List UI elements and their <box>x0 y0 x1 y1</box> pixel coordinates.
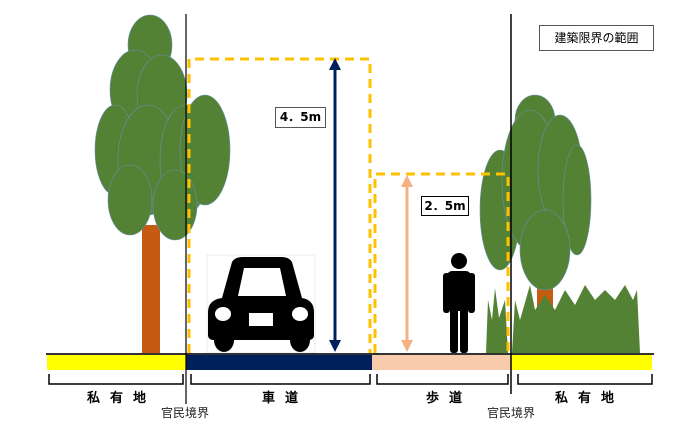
grass-icon <box>486 285 640 353</box>
zone-strip-roadway <box>186 355 372 370</box>
sidewalk-height-arrow <box>401 175 413 352</box>
clearance-roadway <box>187 57 372 353</box>
legend-label: 建築限界の範囲 <box>554 31 639 45</box>
zone-strip-private-left <box>47 355 186 370</box>
zone-label-private-left: 私有地 <box>87 391 157 406</box>
car-icon <box>206 254 316 354</box>
roadway-height-arrow <box>329 58 341 352</box>
roadway-height-label: 4．5m <box>275 107 326 128</box>
zone-label-roadway: 車道 <box>262 391 309 406</box>
zone-brackets <box>48 374 653 385</box>
tree-left <box>94 14 231 353</box>
boundary-label-left: 官民境界 <box>161 406 210 420</box>
boundary-label-right: 官民境界 <box>487 406 536 420</box>
zone-label-private-right: 私有地 <box>555 391 625 406</box>
legend-box: 建築限界の範囲 <box>539 25 654 51</box>
person-icon <box>443 253 475 353</box>
zone-strip-private-right <box>511 355 652 370</box>
zone-label-sidewalk: 歩道 <box>426 391 473 406</box>
sidewalk-height-label: 2．5m <box>421 196 469 216</box>
zone-strip-sidewalk <box>372 355 511 370</box>
clearance-sidewalk <box>373 172 510 353</box>
